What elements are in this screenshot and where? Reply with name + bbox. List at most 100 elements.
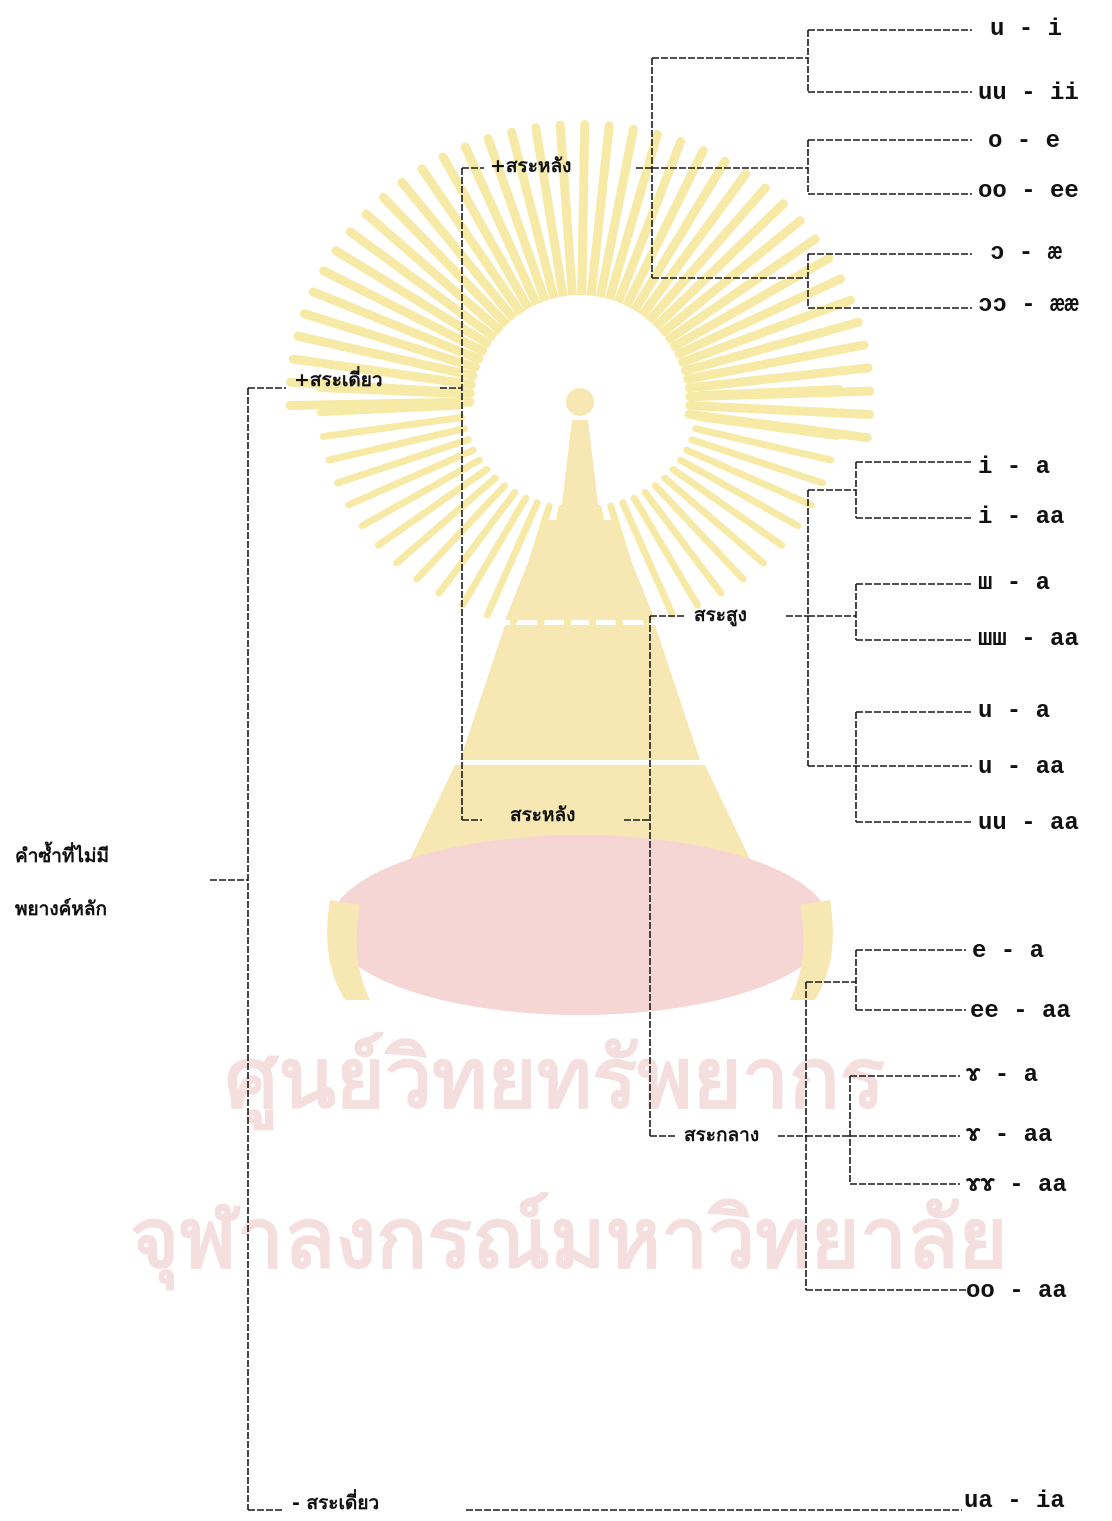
- root-label-line2: พยางค์หลัก: [15, 898, 107, 920]
- emblem-ray: [681, 317, 863, 376]
- emblem-ray: [604, 129, 662, 304]
- emblem-ray: [651, 482, 747, 583]
- emblem-ray: [595, 124, 638, 302]
- emblem-ray: [696, 385, 844, 399]
- leaf-high-3: ш - a: [978, 570, 1051, 597]
- leaf-high-4: шш - aa: [978, 626, 1079, 653]
- leaf-high-1: i - a: [978, 454, 1051, 481]
- emblem-ray: [694, 413, 841, 441]
- emblem-finial: [566, 388, 594, 416]
- emblem-ray: [645, 183, 770, 325]
- emblem-ray: [345, 227, 498, 341]
- emblem-ray: [300, 309, 481, 372]
- emblem-ray: [507, 127, 559, 303]
- emblem-ray: [678, 295, 855, 367]
- emblem-ray: [319, 413, 466, 441]
- branch-minus-single-vowel: - สระเดี่ยว: [292, 1492, 380, 1514]
- leaf-back-3: o - e: [988, 128, 1061, 155]
- emblem-ray: [413, 482, 509, 583]
- emblem-ray: [285, 397, 475, 411]
- leaf-high-5: u - a: [978, 698, 1051, 725]
- leaf-diphthong: ua - ia: [964, 1488, 1065, 1515]
- leaf-high-7: uu - aa: [978, 810, 1079, 837]
- emblem-ray: [661, 474, 767, 567]
- leaf-mid-3: ɤ - a: [966, 1062, 1039, 1089]
- emblem-ray: [676, 456, 802, 530]
- emblem-ray: [483, 499, 541, 619]
- emblem-ray: [674, 274, 845, 359]
- emblem-crown-tier: [505, 520, 655, 620]
- emblem-tassel-right: [790, 900, 833, 1000]
- emblem-ray: [664, 234, 820, 344]
- emblem-ray: [417, 164, 525, 317]
- emblem-ray: [659, 216, 805, 337]
- leaf-back-5: ɔ - æ: [990, 240, 1063, 267]
- emblem-ray: [345, 446, 477, 509]
- emblem-ray: [669, 465, 786, 549]
- emblem-tassel-left: [327, 900, 370, 1000]
- emblem-ray: [483, 134, 550, 306]
- emblem-ray: [683, 340, 869, 384]
- branch-plus-back-vowel: +สระหลัง: [490, 155, 572, 177]
- branch-plus-single-vowel: +สระเดี่ยว: [294, 369, 383, 391]
- leaf-mid-4: ɤ - aa: [966, 1122, 1053, 1149]
- leaf-back-4: oo - ee: [978, 178, 1079, 205]
- leaf-mid-2: ee - aa: [970, 998, 1071, 1025]
- watermark-text-line1: ศูนย์วิทยทรัพยากร: [225, 1029, 885, 1127]
- emblem-ray: [652, 199, 788, 331]
- emblem-spire: [560, 420, 600, 520]
- emblem-ray: [555, 120, 577, 301]
- emblem-ray: [684, 363, 873, 393]
- leaf-mid-1: e - a: [972, 938, 1045, 965]
- watermark-text-line2: จุฬาลงกรณ์มหาวิทยาลัย: [130, 1189, 1008, 1287]
- emblem-ray: [325, 425, 468, 464]
- branch-mid-vowel: สระกลาง: [684, 1124, 760, 1146]
- emblem-ray: [586, 121, 614, 301]
- emblem-ray: [688, 436, 827, 487]
- emblem-ray: [358, 456, 484, 530]
- emblem-ray: [641, 488, 725, 597]
- emblem-base: [330, 835, 830, 1015]
- emblem-ray: [438, 152, 533, 313]
- emblem-ray: [393, 474, 499, 567]
- branch-high-vowel: สระสูง: [694, 604, 747, 626]
- emblem-ray: [696, 402, 844, 417]
- emblem-ray: [460, 142, 541, 309]
- emblem-ray: [333, 436, 472, 487]
- emblem-ray: [692, 425, 835, 464]
- leaf-high-2: i - aa: [978, 504, 1065, 531]
- emblem-ray: [622, 146, 708, 310]
- emblem-ray: [577, 120, 590, 301]
- branch-minus-back-vowel: สระหลัง: [510, 804, 576, 826]
- emblem-ray: [288, 354, 476, 389]
- emblem-ray: [378, 192, 510, 328]
- leaf-back-2: uu - ii: [978, 80, 1079, 107]
- emblem-ray: [316, 402, 464, 417]
- leaf-back-1: u - i: [990, 16, 1063, 43]
- emblem-ray: [293, 331, 478, 381]
- emblem-ray: [630, 156, 730, 315]
- root-label-line1: คำซ้ำที่ไม่มี: [15, 845, 110, 867]
- leaf-mid-5: ɤɤ - aa: [966, 1172, 1067, 1199]
- emblem-crown-tier: [460, 625, 700, 760]
- emblem-ray: [669, 253, 834, 351]
- emblem-ray: [619, 499, 677, 619]
- leaf-high-6: u - aa: [978, 754, 1065, 781]
- emblem-ray: [361, 209, 504, 334]
- emblem-ray: [638, 169, 751, 319]
- emblem-ray: [308, 287, 484, 364]
- emblem-ray: [630, 494, 701, 609]
- emblem-ray: [459, 494, 530, 609]
- leaf-back-6: ɔɔ - ææ: [978, 292, 1079, 319]
- leaf-mid-6: oo - aa: [966, 1278, 1067, 1305]
- emblem-ray: [435, 488, 519, 597]
- emblem-ray: [319, 266, 488, 356]
- emblem-ray: [397, 177, 518, 322]
- emblem-ray: [531, 123, 568, 302]
- emblem-ray: [683, 446, 815, 509]
- emblem-ray: [316, 385, 464, 399]
- emblem-ray: [374, 465, 491, 549]
